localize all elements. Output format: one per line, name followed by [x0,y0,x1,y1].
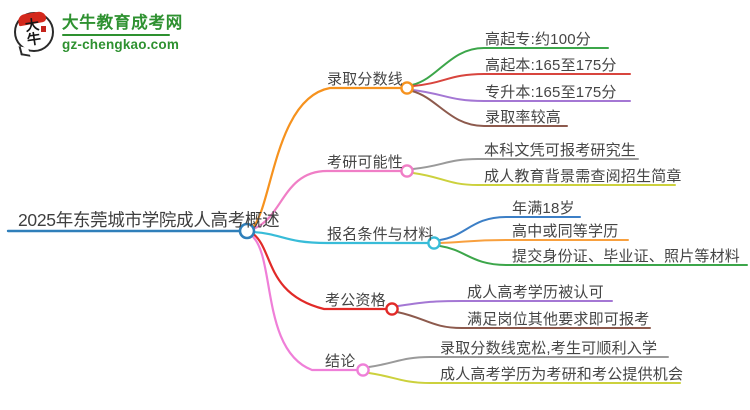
branch-line-baoming [251,230,429,245]
branch-line-jielun [249,233,358,372]
node-nianman18: 年满18岁 [512,200,575,217]
root-node-circle [238,222,256,240]
logo-badge-icon: 大牛 [14,10,54,57]
node-manzu-gangwei: 满足岗位其他要求即可报考 [467,311,650,328]
site-logo: 大牛 大牛教育成考网 gz-chengkao.com [14,10,183,57]
node-chengjiao-beijing: 成人教育背景需查阅招生简章 [484,168,682,185]
branch-line-admission [251,86,402,229]
child-line-xueli-renke [397,300,613,307]
node-gaozhong-xueli: 高中或同等学历 [512,223,619,240]
node-gaoqiben: 高起本:165至175分 [485,57,617,74]
logo-seal-icon [41,26,46,32]
child-line-luqulv [411,90,568,127]
node-jielun-opportunity: 成人高考学历为考研和考公提供机会 [440,366,684,383]
node-benke-wenping: 本科文凭可报考研究生 [484,142,637,159]
logo-badge-text: 大牛 [22,17,41,47]
node-circle-baoming [427,236,441,250]
child-line-jielun-1 [368,356,669,368]
node-xueli-renke: 成人高考学历被认可 [467,284,604,301]
node-zhuanshengben: 专升本:165至175分 [485,84,617,101]
child-line-chengjiao-beijing [412,172,676,186]
logo-speech-tail [18,46,31,57]
branch-label-jielun: 结论 [325,353,356,370]
branch-label-admission: 录取分数线 [327,71,404,88]
child-line-gaoqizhuan [411,47,609,86]
child-line-zhuanshengben [412,89,631,102]
child-line-tijiao-cailiao [439,245,748,266]
child-line-manzu-gangwei [396,311,651,329]
child-line-benke-wenping [412,158,639,170]
branch-label-kaogong: 考公资格 [325,292,386,309]
node-circle-admission [400,81,414,95]
site-name: 大牛教育成考网 [62,14,184,32]
child-line-nianman18 [439,216,581,241]
logo-text-block: 大牛教育成考网 gz-chengkao.com [62,12,183,52]
node-gaoqizhuan: 高起专:约100分 [485,31,591,48]
child-line-gaozhong-xueli [439,239,629,244]
child-line-jielun-2 [368,372,681,384]
node-tijiao-cailiao: 提交身份证、毕业证、照片等材料 [512,248,741,265]
branch-line-kaogong [250,231,388,311]
node-luqulv: 录取率较高 [485,109,562,126]
child-line-gaoqiben [412,73,631,87]
node-circle-kaogong [385,302,399,316]
node-jielun-admission: 录取分数线宽松,考生可顺利入学 [440,340,658,357]
branch-label-kaoyan: 考研可能性 [327,154,404,171]
branch-label-baoming: 报名条件与材料 [327,226,434,243]
node-circle-jielun [356,363,370,377]
logo-divider [62,34,170,36]
site-url: gz-chengkao.com [62,37,180,52]
node-circle-kaoyan [400,164,414,178]
branch-line-kaoyan [251,169,402,231]
root-node-label: 2025年东莞城市学院成人高考概述 [18,210,280,230]
